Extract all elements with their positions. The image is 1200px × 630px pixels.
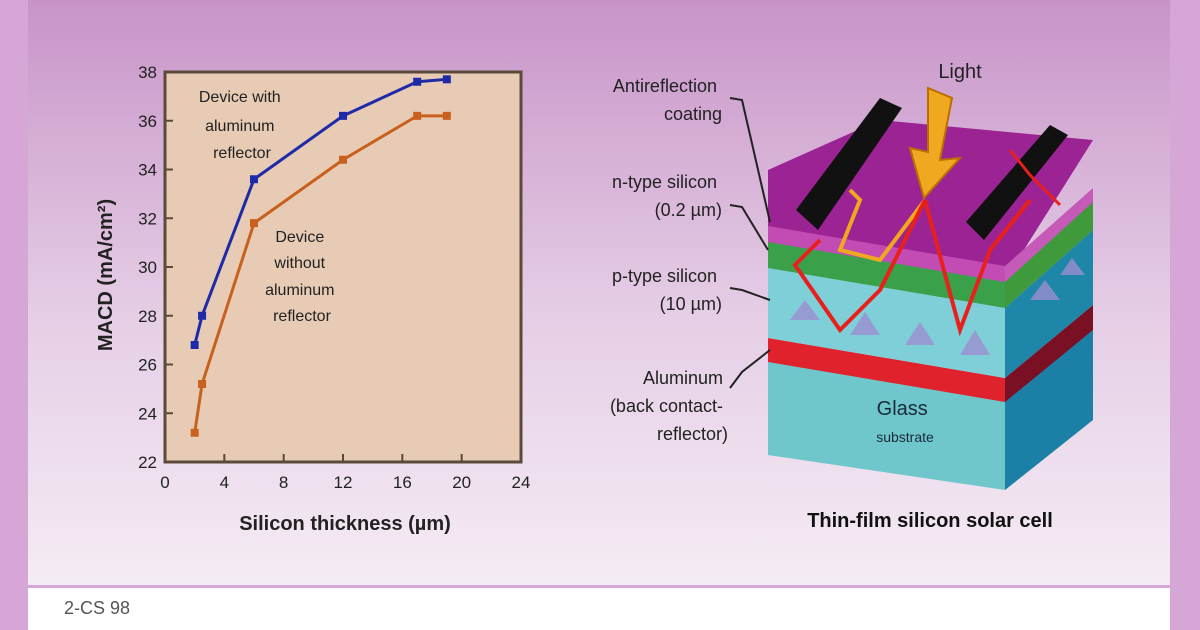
footer-code: 2-CS 98 (64, 598, 131, 618)
data-point (339, 155, 347, 164)
data-point (442, 75, 451, 84)
data-point (190, 428, 199, 437)
data-point (190, 341, 199, 349)
data-point (198, 380, 207, 388)
y-tick-label: 34 (138, 161, 157, 180)
leader-lines (729, 97, 771, 389)
y-tick-label: 28 (138, 307, 157, 326)
y-tick-label: 36 (138, 112, 157, 131)
x-tick-label: 16 (393, 473, 412, 492)
label-n-type: n-type silicon (0.2 µm) (612, 172, 722, 220)
plot-area (163, 70, 523, 464)
data-point (250, 175, 258, 184)
label-p-type: p-type silicon (10 µm) (612, 266, 722, 314)
data-point (339, 111, 347, 120)
label-antireflection: Antireflection coating (613, 76, 722, 124)
n-type-side (1005, 200, 1093, 308)
y-axis-label: MACD (mA/cm²) (95, 199, 117, 351)
x-tick-label: 20 (452, 473, 471, 492)
annotation-with-reflector: Device with aluminum reflector (199, 89, 285, 162)
data-point (250, 219, 258, 228)
x-tick-label: 24 (512, 473, 531, 492)
data-point (198, 311, 207, 320)
y-tick-label: 32 (138, 209, 157, 228)
y-tick-label: 38 (138, 63, 157, 82)
aluminum-front (768, 338, 1005, 402)
series-line-1 (193, 77, 447, 346)
label-aluminum: Aluminum (back contact- reflector) (610, 368, 728, 444)
x-axis-label: Silicon thickness (µm) (239, 513, 451, 535)
data-point (413, 77, 422, 86)
x-tick-label: 4 (220, 473, 229, 492)
light-path-trapped-2 (923, 198, 1032, 337)
y-tick-label: 30 (138, 258, 157, 277)
light-arrow-icon (908, 86, 963, 201)
label-light: Light (938, 61, 982, 83)
x-tick-label: 12 (334, 473, 353, 492)
annotation-without-reflector: Device without aluminum reflector (265, 229, 339, 325)
y-tick-label: 22 (138, 453, 157, 472)
glass-side (1005, 330, 1093, 490)
diagram-title: Thin-film silicon solar cell (807, 510, 1053, 532)
glass-front (768, 360, 1005, 490)
aluminum-side (1005, 305, 1093, 402)
y-tick-label: 24 (138, 404, 157, 423)
contact-right (966, 125, 1068, 240)
y-tick-label: 26 (138, 356, 157, 375)
label-glass: Glass substrate (876, 398, 934, 445)
x-tick-label: 0 (160, 473, 169, 492)
footer-bar: 2-CS 98 (28, 588, 1170, 630)
series-line-2 (193, 114, 447, 433)
light-path-reflected (837, 188, 927, 263)
p-type-front (768, 268, 1005, 378)
p-type-texture (790, 258, 1085, 355)
light-path-trapped (792, 199, 927, 334)
x-tick-label: 8 (279, 473, 288, 492)
contact-left (796, 98, 902, 230)
light-path-escape (1008, 149, 1062, 207)
data-point (413, 111, 422, 120)
data-point (442, 111, 451, 120)
antireflection-side (1005, 188, 1093, 282)
